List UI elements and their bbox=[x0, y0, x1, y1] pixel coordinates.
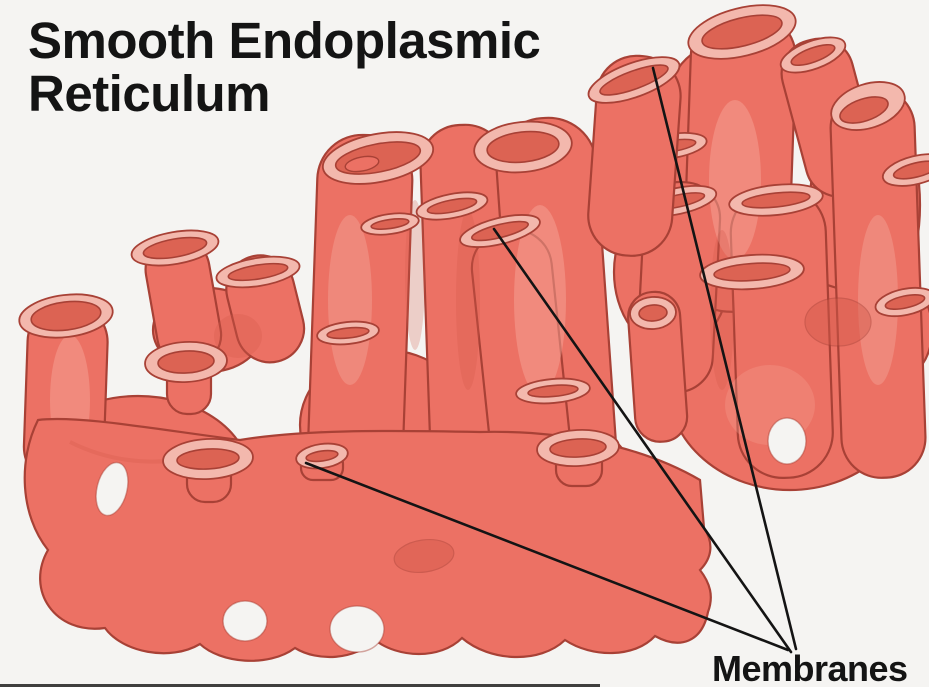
tube-opening bbox=[881, 153, 929, 187]
diagram-title: Smooth Endoplasmic Reticulum bbox=[28, 12, 541, 123]
surface-dimple bbox=[804, 297, 872, 347]
membrane-hole bbox=[329, 605, 385, 653]
tube-opening bbox=[874, 286, 929, 318]
membrane-hole bbox=[767, 417, 807, 465]
tube-opening bbox=[415, 191, 489, 221]
shading bbox=[405, 200, 425, 350]
highlight bbox=[514, 205, 566, 395]
tube-opening bbox=[587, 56, 681, 104]
tube-opening bbox=[779, 36, 847, 74]
bottom-edge-artifact bbox=[0, 684, 600, 687]
tube-opening bbox=[316, 320, 380, 346]
pointer-line-middle bbox=[492, 227, 793, 654]
tube-opening bbox=[728, 183, 824, 217]
tube-opening bbox=[687, 4, 797, 60]
tube-opening bbox=[360, 212, 420, 236]
tubule-body bbox=[627, 290, 689, 443]
tubule-bottom-band bbox=[23, 417, 712, 662]
tube-opening bbox=[699, 253, 805, 291]
tube-opening bbox=[321, 131, 435, 185]
tube-opening bbox=[18, 293, 114, 339]
tube-opening bbox=[295, 442, 349, 470]
tube-opening bbox=[459, 214, 541, 248]
diagram-title-line1: Smooth Endoplasmic bbox=[28, 12, 541, 69]
tube-opening bbox=[473, 120, 573, 174]
membrane-pointer-lines bbox=[304, 66, 798, 654]
pointer-line-bottom bbox=[304, 461, 790, 652]
highlight bbox=[709, 100, 761, 260]
surface-dimple bbox=[393, 539, 455, 573]
tube-opening bbox=[830, 81, 906, 131]
membranes-label: Membranes bbox=[712, 648, 908, 687]
tube-opening bbox=[629, 296, 677, 330]
tube-opening bbox=[215, 255, 301, 289]
highlight bbox=[328, 215, 372, 385]
tube-opening bbox=[536, 428, 620, 468]
tube-opening bbox=[130, 229, 220, 267]
diagram-title-line2: Reticulum bbox=[28, 65, 271, 123]
shading bbox=[214, 314, 262, 358]
tube-opening bbox=[144, 341, 228, 383]
membrane-hole bbox=[222, 600, 268, 642]
tube-opening bbox=[162, 437, 254, 481]
pointer-line-top bbox=[651, 66, 798, 651]
tube-opening bbox=[515, 377, 591, 405]
membrane-hole bbox=[95, 461, 129, 517]
shading bbox=[456, 210, 480, 390]
